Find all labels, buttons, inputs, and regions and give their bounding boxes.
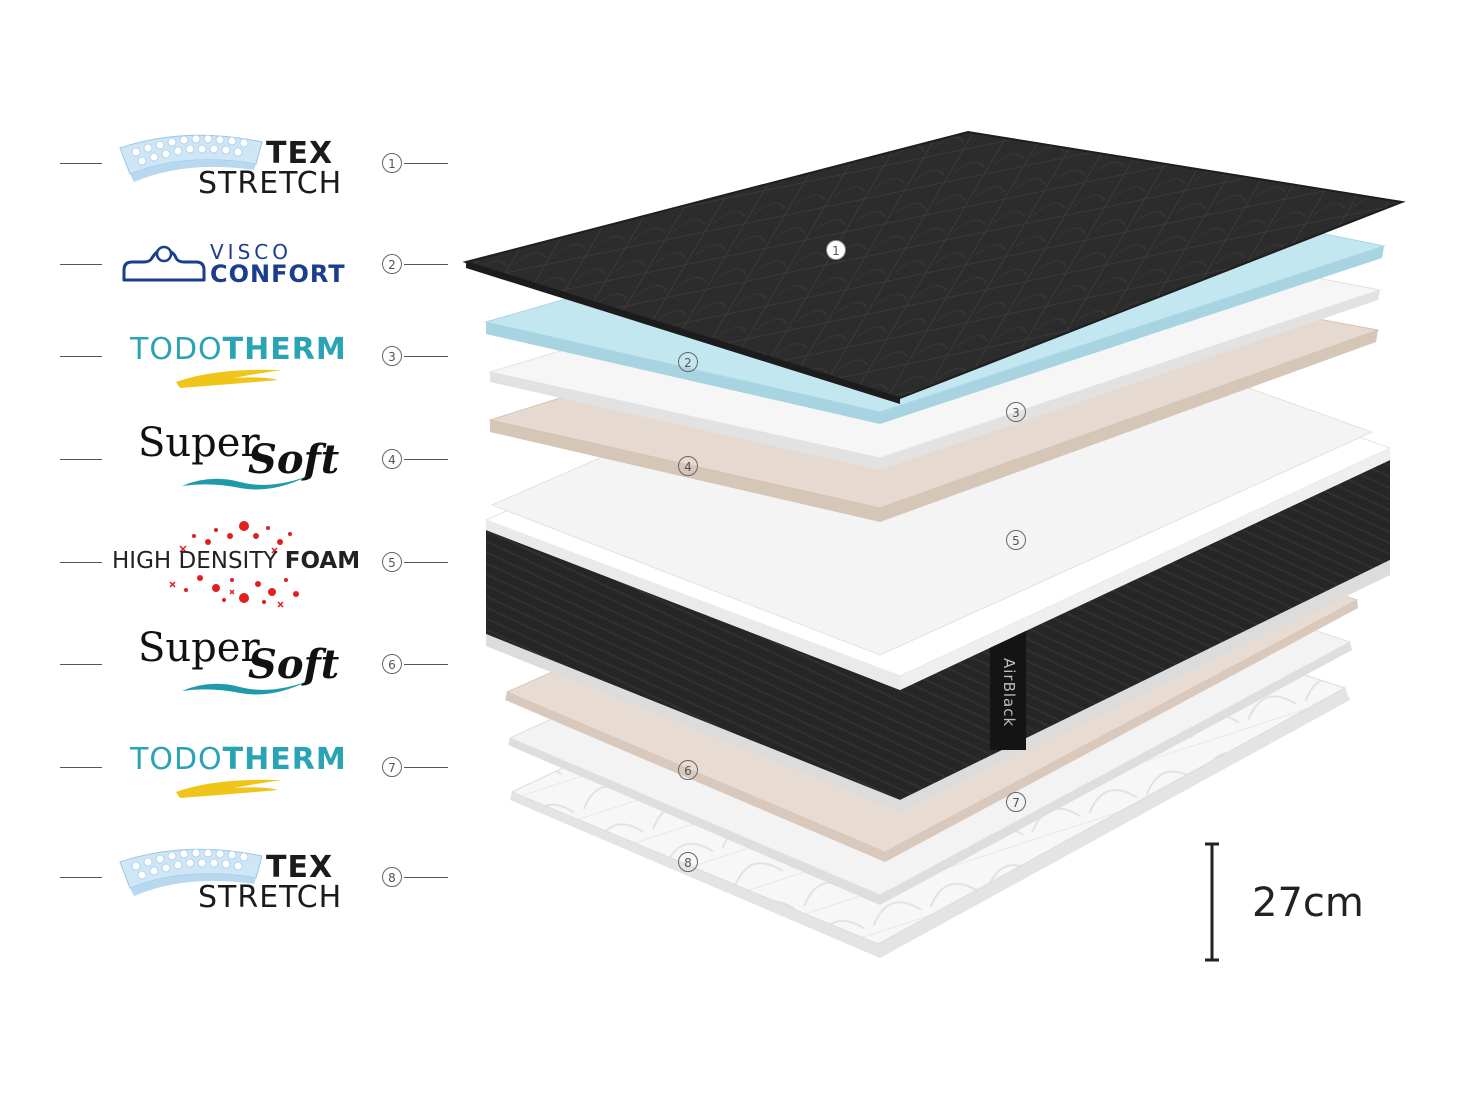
- height-measure-bar: [1205, 842, 1219, 962]
- height-label: 27cm: [1252, 880, 1364, 926]
- leader-line: [404, 356, 448, 357]
- brand-name-bold: THERM: [222, 742, 347, 777]
- layer-number-badge: 2: [382, 254, 402, 274]
- brand-name-light: STRETCH: [198, 166, 343, 201]
- illustration-badge-2: 2: [678, 352, 698, 372]
- leader-line: [60, 877, 102, 878]
- legend-row-2: VISCO CONFORT 2: [0, 220, 460, 310]
- tex-stretch-fabric-icon: [119, 134, 263, 182]
- leader-line: [404, 459, 448, 460]
- brand-name-light: Super: [138, 625, 260, 671]
- leader-line: [404, 264, 448, 265]
- legend-row-5: HIGH DENSITY FOAM 5: [0, 516, 460, 608]
- tex-stretch-fabric-icon: [119, 848, 263, 896]
- illustration-badge-6: 6: [678, 760, 698, 780]
- leader-line: [404, 664, 448, 665]
- foam-dots-icon: [169, 521, 299, 608]
- brand-name-bold: TEX: [266, 850, 334, 885]
- brand-name: TODOTHERM: [130, 332, 347, 367]
- illustration-badge-7: 7: [1006, 792, 1026, 812]
- leader-line: [404, 163, 448, 164]
- layer-1-tex-stretch-top: [462, 130, 1406, 404]
- illustration-badge-3: 3: [1006, 402, 1026, 422]
- brand-name-bold: TEX: [266, 136, 334, 171]
- leader-line: [60, 264, 102, 265]
- leader-line: [404, 767, 448, 768]
- legend-row-4: Super Soft 4: [0, 414, 460, 504]
- layer-number-badge: 7: [382, 757, 402, 777]
- leader-line: [60, 356, 102, 357]
- brand-name-bold: CONFORT: [210, 260, 346, 288]
- illustration-badge-8: 8: [678, 852, 698, 872]
- legend-row-7: TODOTHERM 7: [0, 722, 460, 812]
- leader-line: [60, 767, 102, 768]
- leader-line: [404, 877, 448, 878]
- brand-name-light: TODO: [130, 742, 223, 777]
- wave-icon: [182, 476, 308, 490]
- legend-row-8: TEX STRETCH 8: [0, 832, 460, 922]
- legend-row-1: TEX STRETCH 1: [0, 118, 460, 208]
- brand-name-light: TODO: [130, 332, 223, 367]
- layer-number-badge: 1: [382, 153, 402, 173]
- layer-number-badge: 5: [382, 552, 402, 572]
- product-label-text: AirBlack: [1000, 658, 1018, 728]
- legend-row-6: Super Soft 6: [0, 619, 460, 709]
- leader-line: [60, 562, 102, 563]
- layer-number-badge: 3: [382, 346, 402, 366]
- leader-line: [404, 562, 448, 563]
- brand-name-bold: Soft: [248, 641, 340, 688]
- brand-name: TODOTHERM: [130, 742, 347, 777]
- brand-name-light: HIGH DENSITY: [112, 548, 285, 574]
- brand-name-bold: THERM: [222, 332, 347, 367]
- wave-icon: [182, 681, 308, 695]
- layer-number-badge: 4: [382, 449, 402, 469]
- brand-name-bold: FOAM: [284, 548, 361, 574]
- legend-row-3: TODOTHERM 3: [0, 312, 460, 402]
- brand-name-light: VISCO: [210, 240, 292, 264]
- brand-name-light: STRETCH: [198, 880, 343, 915]
- heat-wave-icon: [176, 779, 282, 798]
- brand-name-bold: Soft: [248, 436, 340, 483]
- illustration-badge-4: 4: [678, 456, 698, 476]
- pillow-icon: [122, 245, 206, 282]
- illustration-badge-1: 1: [826, 240, 846, 260]
- leader-line: [60, 163, 102, 164]
- heat-wave-icon: [176, 369, 282, 388]
- leader-line: [60, 459, 102, 460]
- illustration-badge-5: 5: [1006, 530, 1026, 550]
- brand-name-light: Super: [138, 420, 260, 466]
- layer-number-badge: 8: [382, 867, 402, 887]
- leader-line: [60, 664, 102, 665]
- layer-number-badge: 6: [382, 654, 402, 674]
- brand-name: HIGH DENSITY FOAM: [112, 548, 360, 574]
